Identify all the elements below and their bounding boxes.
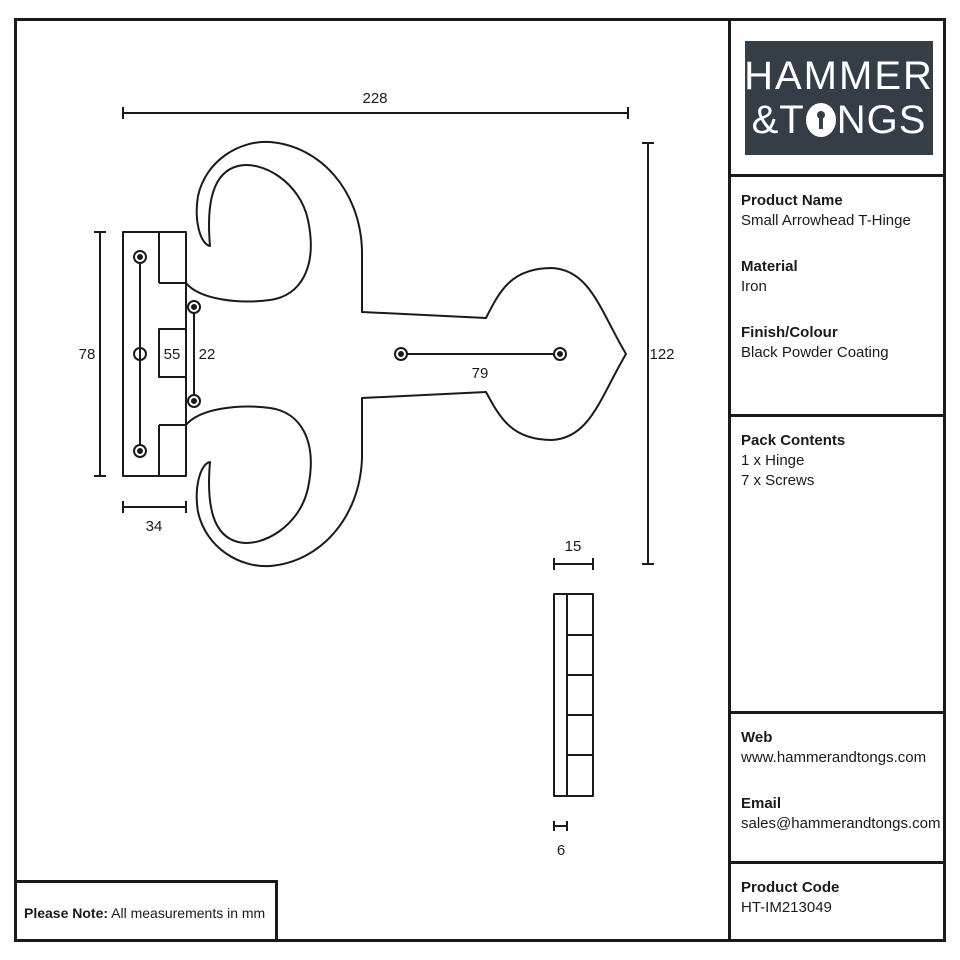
note-text: All measurements in mm [108,905,266,921]
web-label: Web [741,729,773,746]
hinge-outline [185,140,627,568]
brand-line2: & T NGS [752,98,927,142]
brand-ampersand: & [751,98,780,142]
brand-t: T [779,98,805,142]
brand-line1: HAMMER [744,54,934,98]
dim-hole-spacing-small: 22 [199,346,216,363]
dim-thickness-top: 15 [565,538,582,555]
pack-item: 7 x Screws [741,472,815,489]
dim-pin-block: 55 [164,346,181,363]
pack-item: 1 x Hinge [741,452,805,469]
dim-hole-spacing-strap: 79 [472,365,489,382]
product-details-panel: Product Name Small Arrowhead T-Hinge Mat… [731,177,946,417]
product-name-value: Small Arrowhead T-Hinge [741,212,911,229]
material-value: Iron [741,278,767,295]
hinge-side-profile [553,593,594,797]
dim-thickness-bottom: 6 [557,842,565,859]
measurement-note: Please Note: All measurements in mm [14,880,278,942]
note-label: Please Note: [24,905,109,921]
dim-overall-height: 122 [649,346,674,363]
email-label: Email [741,795,782,812]
product-name-label: Product Name [741,192,843,209]
pin-block [158,328,187,378]
logo-panel: HAMMER & T NGS [731,21,946,177]
material-label: Material [741,258,798,275]
hinge-technical-drawing: 228 78 122 34 55 22 79 15 6 [79,90,675,859]
brand-logo: HAMMER & T NGS [744,41,934,155]
dim-plate-width: 34 [146,518,163,535]
pack-contents-panel: Pack Contents 1 x Hinge 7 x Screws [731,417,946,714]
email-value[interactable]: sales@hammerandtongs.com [741,815,941,832]
product-code-value: HT-IM213049 [741,899,832,916]
dim-overall-width: 228 [362,90,387,107]
drawing-sheet-frame [14,18,946,942]
web-value[interactable]: www.hammerandtongs.com [741,749,927,766]
pack-contents-label: Pack Contents [741,432,846,449]
dim-plate-height: 78 [79,346,96,363]
sheet-divider [728,18,731,942]
contact-panel: Web www.hammerandtongs.com Email sales@h… [731,714,946,864]
brand-ngs: NGS [836,98,927,142]
product-code-panel: Product Code HT-IM213049 [731,864,946,942]
product-code-label: Product Code [741,879,840,896]
finish-value: Black Powder Coating [741,344,889,361]
keyhole-icon [805,103,836,137]
finish-label: Finish/Colour [741,324,838,341]
